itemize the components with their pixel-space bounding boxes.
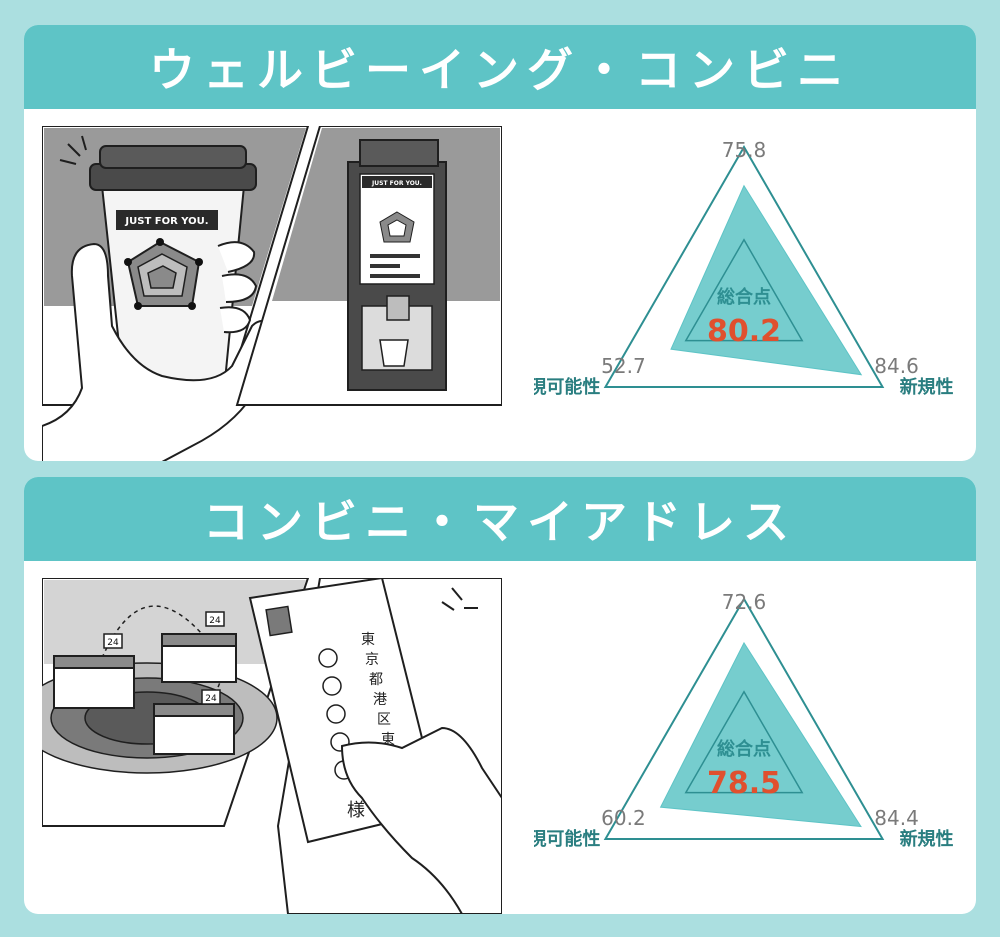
radar-inner-grid bbox=[684, 238, 804, 342]
sparkle-icon bbox=[441, 587, 478, 611]
card-header: コンビニ・マイアドレス bbox=[24, 477, 976, 561]
total-score: 80.2 bbox=[707, 314, 781, 349]
envelope-honorific: 様 bbox=[347, 800, 365, 821]
total-label: 総合点 bbox=[717, 738, 771, 760]
store-sign: 24 bbox=[107, 638, 119, 648]
address-char: 東 bbox=[361, 632, 375, 648]
address-char: 区 bbox=[377, 712, 391, 728]
product-card-2: コンビニ・マイアドレス 24 24 24 bbox=[24, 477, 976, 914]
address-char: 京 bbox=[365, 652, 379, 668]
value-label-feasibility: 60.2 bbox=[601, 806, 646, 830]
axis-label-feasibility: 実現可能性 bbox=[534, 828, 600, 850]
cup-label: JUST FOR YOU. bbox=[124, 216, 208, 227]
cup-icon: JUST FOR YOU. bbox=[89, 145, 257, 392]
store-sign: 24 bbox=[205, 694, 217, 704]
product-card-1: ウェルビーイング・コンビニ JUST FOR YOU. bbox=[24, 25, 976, 461]
value-label-empathy: 75.8 bbox=[722, 138, 767, 162]
value-label-feasibility: 52.7 bbox=[601, 354, 646, 378]
store-icon: 24 bbox=[53, 633, 135, 709]
total-label: 総合点 bbox=[717, 286, 771, 308]
store-icon: 24 bbox=[161, 611, 237, 683]
store-icon: 24 bbox=[153, 689, 235, 755]
card-title: コンビニ・マイアドレス bbox=[203, 495, 797, 549]
axis-label-novelty: 新規性 bbox=[900, 376, 954, 398]
value-label-empathy: 72.6 bbox=[722, 590, 767, 614]
radar-frame bbox=[603, 144, 885, 388]
radar-frame bbox=[603, 596, 885, 840]
address-char: 港 bbox=[373, 692, 387, 708]
value-label-novelty: 84.4 bbox=[874, 806, 919, 830]
hand-icon bbox=[340, 726, 502, 914]
axis-label-novelty: 新規性 bbox=[900, 828, 954, 850]
radar-series-area bbox=[670, 184, 863, 376]
sparkle-icon bbox=[59, 135, 87, 165]
card-title: ウェルビーイング・コンビニ bbox=[149, 43, 851, 97]
axis-label-feasibility: 実現可能性 bbox=[534, 376, 600, 398]
vending-machine-icon: JUST FOR YOU. bbox=[347, 139, 447, 391]
address-char: 都 bbox=[369, 672, 383, 688]
radar-series-area bbox=[659, 641, 862, 828]
total-score: 78.5 bbox=[707, 766, 781, 801]
card-header: ウェルビーイング・コンビニ bbox=[24, 25, 976, 109]
wellbeing-illustration: JUST FOR YOU. JUST FOR YOU. bbox=[42, 126, 502, 461]
store-sign: 24 bbox=[209, 616, 221, 626]
screen-title: JUST FOR YOU. bbox=[371, 180, 422, 187]
my-address-illustration: 24 24 24 東 京 都 港 bbox=[42, 578, 502, 914]
radar-inner-grid bbox=[684, 690, 804, 794]
value-label-novelty: 84.6 bbox=[874, 354, 919, 378]
